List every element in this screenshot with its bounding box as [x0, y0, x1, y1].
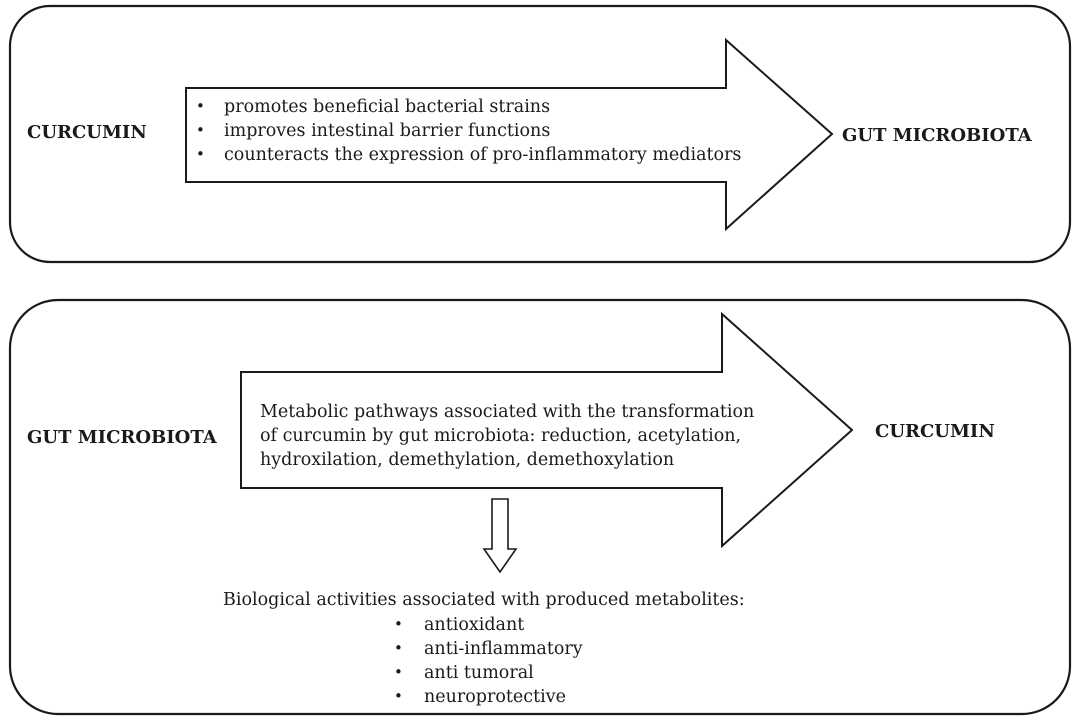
- top-effect-item: improves intestinal barrier functions: [224, 121, 550, 141]
- bottom-source-label: GUT MICROBIOTA: [27, 427, 218, 448]
- top-effect-item: promotes beneficial bacterial strains: [224, 97, 550, 117]
- activity-item: antioxidant: [424, 615, 524, 635]
- activity-bullet: •: [394, 663, 403, 681]
- activity-bullet: •: [394, 687, 403, 705]
- pathway-line: Metabolic pathways associated with the t…: [260, 402, 754, 422]
- pathway-line: of curcumin by gut microbiota: reduction…: [260, 426, 741, 446]
- down-arrow-icon: [482, 498, 518, 574]
- top-effect-bullet: •: [196, 121, 205, 139]
- activity-item: anti tumoral: [424, 663, 534, 683]
- top-effect-bullet: •: [196, 145, 205, 163]
- top-panel: CURCUMIN • promotes beneficial bacterial…: [8, 4, 1072, 264]
- bottom-block-arrow: [240, 311, 854, 549]
- activities-list: • antioxidant • anti-inflammatory • anti…: [394, 615, 583, 707]
- top-target-label: GUT MICROBIOTA: [842, 125, 1033, 146]
- top-source-label: CURCUMIN: [27, 122, 147, 143]
- top-effect-item: counteracts the expression of pro-inflam…: [224, 145, 741, 165]
- top-effect-bullet: •: [196, 97, 205, 115]
- activity-bullet: •: [394, 639, 403, 657]
- activities-heading: Biological activities associated with pr…: [223, 590, 745, 610]
- activity-bullet: •: [394, 615, 403, 633]
- pathway-line: hydroxilation, demethylation, demethoxyl…: [260, 450, 674, 470]
- top-effects-list: • promotes beneficial bacterial strains …: [196, 97, 741, 165]
- bottom-panel: GUT MICROBIOTA Metabolic pathways associ…: [8, 298, 1072, 716]
- top-block-arrow: [185, 37, 834, 232]
- activity-item: neuroprotective: [424, 687, 566, 707]
- pathway-text: Metabolic pathways associated with the t…: [260, 402, 754, 470]
- bottom-target-label: CURCUMIN: [875, 421, 995, 442]
- activity-item: anti-inflammatory: [424, 639, 583, 659]
